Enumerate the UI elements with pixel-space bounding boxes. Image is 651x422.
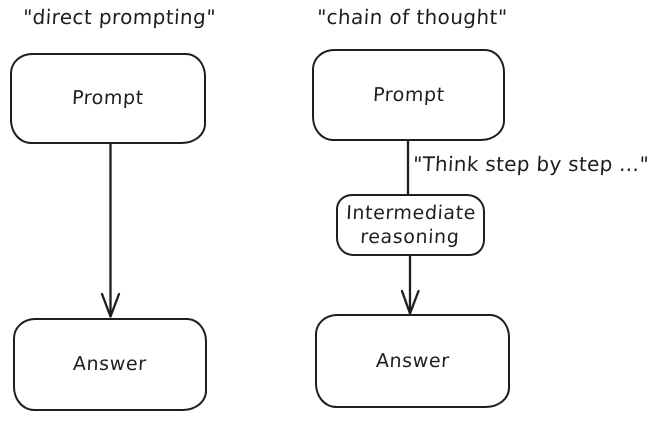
left-prompt-node: Prompt	[10, 53, 206, 144]
think-step-by-step-edge-label: "Think step by step ..."	[412, 152, 650, 176]
left-answer-node: Answer	[13, 318, 207, 411]
left-arrowhead-icon	[100, 292, 121, 318]
right-answer-label: Answer	[375, 349, 450, 372]
intermediate-reasoning-node: Intermediate reasoning	[336, 194, 485, 256]
left-answer-label: Answer	[72, 353, 148, 376]
left-flow-title: "direct prompting"	[22, 5, 217, 29]
right-arrowhead-icon	[400, 289, 420, 315]
right-prompt-node: Prompt	[312, 49, 505, 141]
right-flow-title: "chain of thought"	[316, 5, 509, 29]
right-prompt-label: Prompt	[372, 83, 445, 106]
intermediate-reasoning-label: Intermediate reasoning	[345, 201, 477, 248]
right-answer-node: Answer	[315, 314, 510, 408]
left-prompt-label: Prompt	[71, 87, 145, 110]
